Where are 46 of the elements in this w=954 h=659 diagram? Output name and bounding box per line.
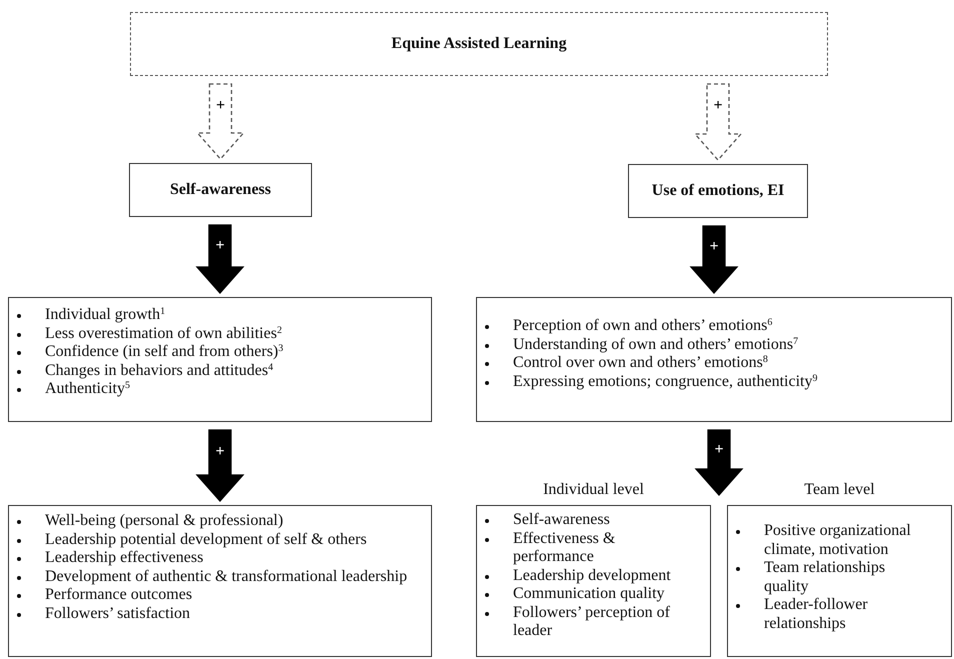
edge-label: +	[215, 444, 225, 460]
block-arrow	[694, 429, 744, 496]
list-item: Control over own and others’ emotions$^{8}$	[513, 354, 768, 371]
list-item: Followers’ satisfaction	[45, 604, 190, 622]
edge-label: +	[714, 442, 724, 458]
list-item: Confidence (in self and from others)$^{3}$	[45, 343, 284, 360]
list-item: Team relationships quality	[764, 559, 886, 594]
block-arrow	[196, 224, 244, 294]
list-item: Positive organizational climate, motivation	[764, 522, 911, 558]
block-arrow	[694, 83, 742, 161]
block-arrow	[690, 225, 738, 294]
bullet-list-box	[476, 297, 952, 422]
block-arrow	[196, 429, 244, 502]
block-arrow	[196, 83, 245, 160]
list-item: Self-awareness	[513, 511, 610, 528]
box-title: Self-awareness	[168, 181, 272, 199]
list-item: Perception of own and others’ emotions$^{6}$	[513, 317, 772, 334]
edge-label: +	[215, 238, 225, 254]
edge-label: +	[216, 98, 226, 114]
level-heading: Team level	[803, 481, 876, 499]
list-item: Understanding of own and others’ emotions$^{7}$	[513, 336, 798, 352]
list-item: Expressing emotions; congruence, authenticity$^{9}$	[513, 372, 818, 390]
list-item: Communication quality	[513, 585, 665, 602]
list-item: Leadership potential development of self & others	[45, 530, 367, 548]
box-title: Use of emotions, EI	[650, 182, 786, 200]
list-item: Performance outcomes	[45, 586, 192, 603]
concept-box	[129, 163, 312, 217]
list-item: Changes in behaviors and attitudes$^{4}$	[45, 362, 274, 378]
list-item: Development of authentic & transformational leadership	[45, 568, 408, 584]
bullet-list-box	[8, 505, 432, 657]
list-item: Less overestimation of own abilities$^{2}$	[45, 324, 282, 342]
level-heading: Individual level	[542, 481, 645, 499]
edge-label: +	[709, 238, 719, 254]
concept-box	[130, 12, 828, 76]
list-item: Individual growth$^{1}$	[45, 306, 166, 323]
list-item: Effectiveness & performance	[513, 530, 616, 565]
list-item: Authenticity$^{5}$	[45, 380, 130, 397]
concept-box	[628, 164, 808, 218]
list-item: Followers’ perception of leader	[513, 604, 670, 639]
edge-label: +	[713, 98, 723, 114]
bullet-list-box	[8, 297, 432, 422]
list-item: Leadership effectiveness	[45, 549, 204, 566]
list-item: Leadership development	[513, 566, 671, 584]
list-item: Leader-follower relationships	[764, 596, 868, 632]
box-title: Equine Assisted Learning	[390, 35, 568, 53]
list-item: Well-being (personal & professional)	[45, 512, 284, 529]
